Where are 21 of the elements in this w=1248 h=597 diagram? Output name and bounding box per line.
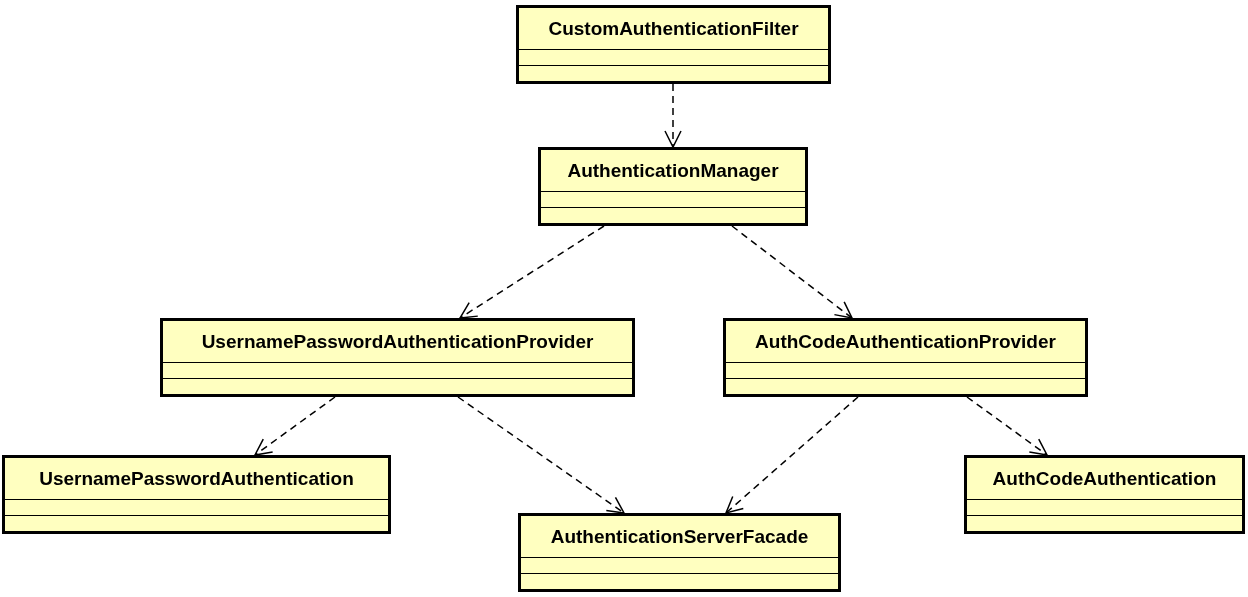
class-box <box>2 455 391 534</box>
class-name: UsernamePasswordAuthentication <box>39 467 354 490</box>
class-box <box>160 318 635 397</box>
dependency-arrow <box>731 225 853 319</box>
class-box <box>538 147 808 226</box>
dependency-arrow <box>457 396 625 514</box>
class-box <box>723 318 1088 397</box>
class-box <box>964 455 1245 534</box>
class-box <box>518 513 841 592</box>
class-name: AuthCodeAuthentication <box>992 467 1217 490</box>
class-name: AuthenticationServerFacade <box>550 525 809 548</box>
dependency-arrow <box>725 396 859 514</box>
class-box <box>516 5 831 84</box>
dependency-arrow <box>664 83 682 148</box>
class-name: CustomAuthenticationFilter <box>548 17 799 40</box>
dependency-arrow <box>254 396 336 456</box>
class-name: AuthCodeAuthenticationProvider <box>755 330 1056 353</box>
class-name: AuthenticationManager <box>567 159 779 182</box>
dependency-arrow <box>966 396 1048 456</box>
dependency-arrow <box>459 225 605 319</box>
class-name: UsernamePasswordAuthenticationProvider <box>201 330 594 353</box>
